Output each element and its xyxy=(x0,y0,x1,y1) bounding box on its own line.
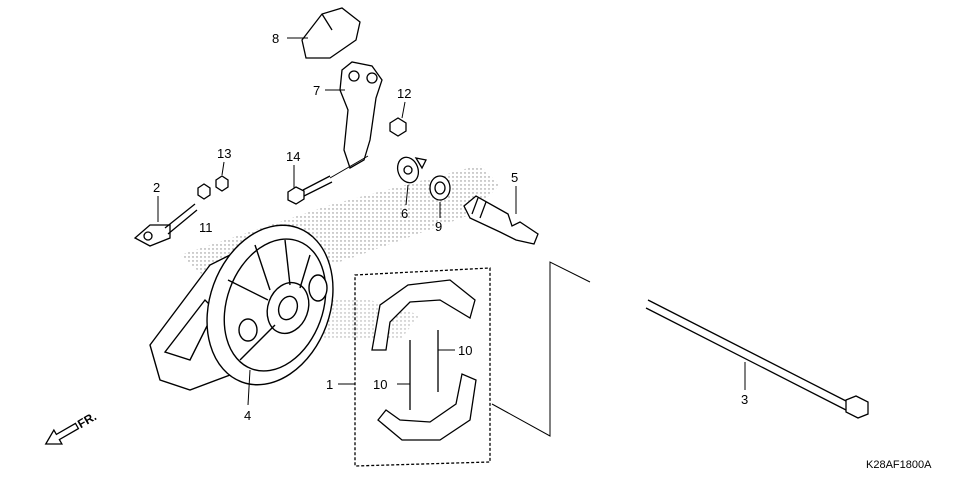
callout-11: 11 xyxy=(199,220,213,235)
callout-3: 3 xyxy=(741,392,748,407)
callout-4: 4 xyxy=(244,408,251,423)
callout-12: 12 xyxy=(397,86,411,101)
callout-6: 6 xyxy=(401,206,408,221)
callout-labels: 8 7 12 13 14 2 11 6 9 5 10 10 1 4 3 xyxy=(153,31,748,423)
callout-1: 1 xyxy=(326,377,333,392)
nut-13-part xyxy=(215,175,229,192)
callout-8: 8 xyxy=(272,31,279,46)
leader-lines xyxy=(157,37,746,437)
callout-5: 5 xyxy=(511,170,518,185)
brake-arm-part xyxy=(339,61,383,169)
stopper-arm-part xyxy=(133,183,211,247)
front-arrow-icon xyxy=(44,422,80,445)
brake-cam-part xyxy=(463,195,539,245)
seal-9-part xyxy=(429,175,451,201)
callout-10-upper: 10 xyxy=(458,343,472,358)
diagram-code: K28AF1800A xyxy=(866,459,932,471)
front-direction-label: FR. xyxy=(75,409,99,431)
callout-7: 7 xyxy=(313,83,320,98)
nut-12-part xyxy=(389,117,407,137)
callout-2: 2 xyxy=(153,180,160,195)
bolt-14-part xyxy=(287,175,333,205)
brake-shoe-set xyxy=(354,267,491,467)
front-direction-indicator: FR. xyxy=(44,409,99,445)
callout-14: 14 xyxy=(286,149,300,164)
brake-panel-part xyxy=(149,224,334,391)
callout-9: 9 xyxy=(435,219,442,234)
axle-part xyxy=(645,299,869,419)
indicator-plate-part xyxy=(396,156,427,184)
callout-10-lower: 10 xyxy=(373,377,387,392)
callout-13: 13 xyxy=(217,146,231,161)
cap-8-part xyxy=(301,7,361,59)
